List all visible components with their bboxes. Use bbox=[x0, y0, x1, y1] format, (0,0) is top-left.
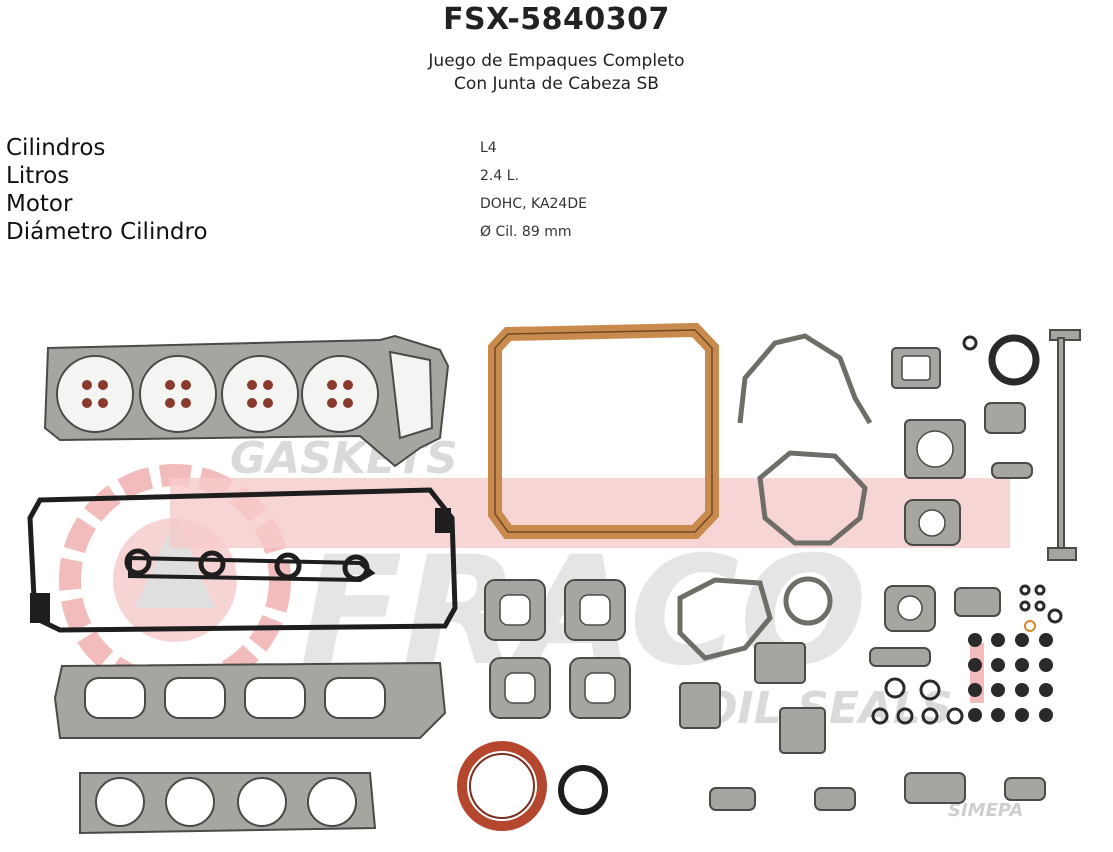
spec-value-diametro: Ø Cil. 89 mm bbox=[480, 224, 572, 240]
description-line-2: Con Junta de Cabeza SB bbox=[454, 74, 659, 94]
head-gasket bbox=[43, 334, 450, 468]
oil-pan-gasket bbox=[488, 322, 719, 539]
spec-value-litros: 2.4 L. bbox=[480, 168, 519, 184]
small-gaskets bbox=[679, 329, 1081, 811]
crank-seal-red bbox=[457, 741, 547, 831]
watermark-bottom: OIL SEALS bbox=[700, 683, 953, 734]
valve-cover-gasket bbox=[27, 487, 458, 633]
description-line-1: Juego de Empaques Completo bbox=[428, 51, 685, 71]
spec-value-motor: DOHC, KA24DE bbox=[480, 196, 587, 212]
rear-main-seal bbox=[962, 334, 1040, 386]
water-pump-gasket bbox=[677, 450, 868, 661]
spec-values: L4 2.4 L. DOHC, KA24DE Ø Cil. 89 mm bbox=[480, 134, 587, 246]
product-description: Juego de Empaques Completo Con Junta de … bbox=[0, 50, 1113, 96]
product-code: FSX-5840307 bbox=[443, 2, 670, 37]
spec-label-diametro: Diámetro Cilindro bbox=[6, 219, 208, 245]
gasket-kit-photo: FRACO GASKETS OIL SEALS SIMEPA bbox=[0, 318, 1113, 852]
intake-manifold-gasket bbox=[53, 661, 447, 739]
spec-value-cilindros: L4 bbox=[480, 140, 497, 156]
valve-stem-seals bbox=[968, 633, 1053, 722]
crank-seal-black bbox=[558, 765, 608, 815]
spec-label-motor: Motor bbox=[6, 191, 73, 217]
exhaust-manifold-gasket bbox=[79, 772, 377, 835]
spec-label-litros: Litros bbox=[6, 163, 70, 189]
timing-cover-gasket bbox=[737, 333, 873, 425]
spec-labels: Cilindros Litros Motor Diámetro Cilindro bbox=[6, 134, 208, 246]
o-rings bbox=[871, 584, 1063, 725]
watermark-corner: SIMEPA bbox=[948, 800, 1023, 821]
spec-label-cilindros: Cilindros bbox=[6, 135, 106, 161]
